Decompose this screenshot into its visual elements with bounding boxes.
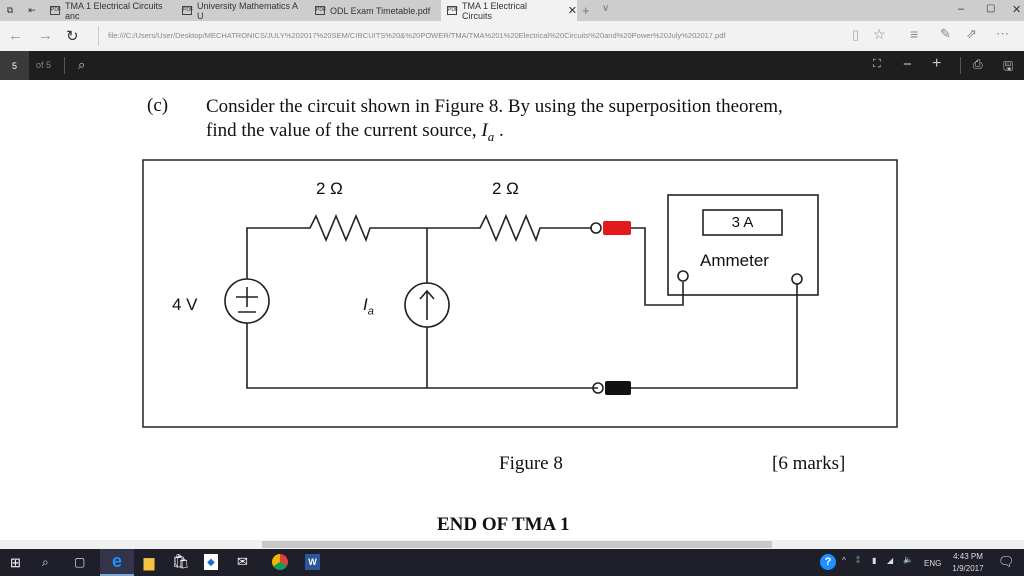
action-center-icon[interactable]: 🗨 [998,554,1015,569]
wifi-icon[interactable]: ◢ [887,556,894,565]
hub-icon[interactable]: ≡ [910,26,919,42]
red-probe [603,221,631,235]
chevron-down-icon[interactable]: ∨ [602,3,610,14]
dropbox-icon[interactable]: ◆ [204,554,218,570]
save-icon[interactable]: 🖫 [1003,59,1014,73]
share-icon[interactable]: ⇗ [966,26,977,41]
tab-preview-icon[interactable]: ⧉ [6,4,14,15]
back-icon[interactable]: ← [8,27,23,44]
chrome-icon[interactable] [272,554,288,570]
pdf-toolbar: 5 of 5 ⌕ ⛶ − + ⎙ 🖫 [0,51,1024,80]
taskbar: ⊞ ⌕ ▢ e ▆ 🛍 ◆ ✉ W ? ^ ⁑ ▮ ◢ 🔈 ENG 4:43 P… [0,549,1024,576]
network-sync-icon[interactable]: ⁑ [856,556,860,565]
windows-start-icon[interactable]: ⊞ [10,555,21,570]
horizontal-scrollbar[interactable] [0,540,1024,549]
bottom-wire [246,323,598,389]
close-window-icon[interactable]: ✕ [1012,4,1022,16]
current-source-label: Ia [363,295,374,318]
voltage-source-icon [224,278,270,324]
volume-icon[interactable]: 🔈 [903,555,913,564]
resistor-2-label: 2 Ω [492,179,519,198]
pdf-icon: PDF [50,6,61,15]
scrollbar-thumb[interactable] [262,541,772,548]
ammeter-reading: 3 A [731,214,754,231]
ammeter-display [702,209,783,236]
pdf-icon: PDF [182,6,193,15]
task-view-icon[interactable]: ▢ [74,555,86,569]
battery-icon[interactable]: ▮ [872,556,877,565]
page-number-input[interactable]: 5 [0,51,29,80]
pdf-page: (c) Consider the circuit shown in Figure… [0,80,1024,540]
page-total: of 5 [36,60,52,70]
minimize-icon[interactable]: – [958,3,965,15]
edge-icon[interactable]: e [100,549,134,576]
ammeter-label: Ammeter [700,251,769,270]
refresh-icon[interactable]: ↻ [66,28,79,45]
close-tab-icon[interactable]: ✕ [567,5,577,17]
new-tab-icon[interactable]: + [582,3,590,18]
url-input[interactable]: file:///C:/Users/User/Desktop/MECHATRONI… [108,31,726,40]
language-indicator[interactable]: ENG [924,559,942,568]
forward-icon[interactable]: → [38,27,53,44]
store-icon[interactable]: 🛍 [172,553,190,569]
print-icon[interactable]: ⎙ [973,57,983,71]
show-hidden-icons-icon[interactable]: ^ [842,556,846,565]
pdf-icon: PDF [447,6,458,15]
circuit-figure [142,159,898,428]
top-wire-with-resistors [246,213,592,279]
help-icon[interactable]: ? [820,554,836,570]
current-source-icon [404,282,450,328]
search-icon[interactable]: ⌕ [42,555,49,569]
question-text: Consider the circuit shown in Figure 8. … [206,96,783,144]
pdf-icon: PDF [315,6,326,15]
address-bar-row: ← → ↻ file:///C:/Users/User/Desktop/MECH… [0,21,1024,51]
file-explorer-icon[interactable]: ▆ [143,553,155,570]
search-icon[interactable]: ⌕ [78,57,86,72]
mail-icon[interactable]: ✉ [237,554,248,569]
restore-icon[interactable]: ▢ [986,3,996,14]
question-part-label: (c) [147,95,169,116]
reading-view-icon[interactable]: ▯ [852,27,860,42]
zoom-out-icon[interactable]: − [903,56,912,73]
ammeter-box [667,194,819,296]
resistor-1-label: 2 Ω [316,179,343,198]
zoom-in-icon[interactable]: + [932,55,942,72]
black-probe [605,381,631,395]
web-note-icon[interactable]: ✎ [940,26,951,41]
word-icon[interactable]: W [305,554,320,570]
set-aside-tabs-icon[interactable]: ⇤ [28,4,36,15]
more-icon[interactable]: ⋯ [996,26,1009,41]
favorite-star-icon[interactable]: ☆ [873,26,886,42]
end-text: END OF TMA 1 [437,514,570,535]
marks-label: [6 marks] [772,453,846,474]
fit-page-icon[interactable]: ⛶ [873,58,881,70]
figure-caption: Figure 8 [499,453,563,474]
voltage-label: 4 V [172,295,198,314]
